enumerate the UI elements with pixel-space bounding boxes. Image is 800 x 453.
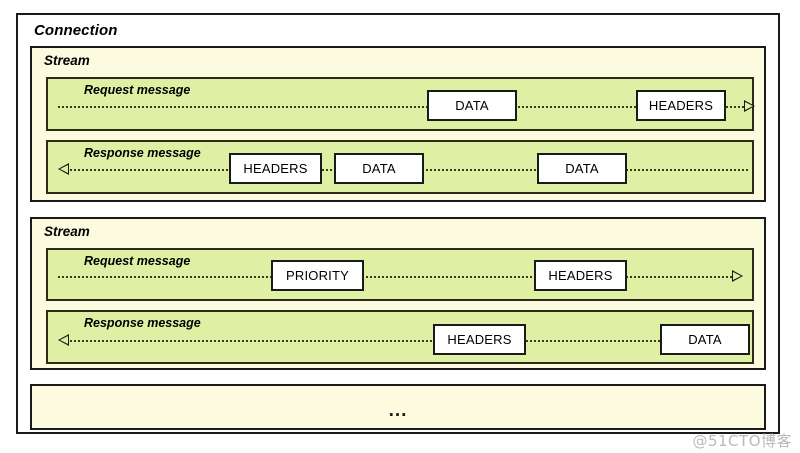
stream-2-request-frame-headers[interactable]: HEADERS [534,260,627,291]
stream-1-title: Stream [44,53,90,68]
stream-2-response-frame-headers[interactable]: HEADERS [433,324,526,355]
stream-1-request-frame-headers[interactable]: HEADERS [636,90,726,121]
stream-1-response-label: Response message [84,146,201,160]
arrow-left-icon [58,334,69,346]
stream-2-request-row: Request message PRIORITY HEADERS [46,248,754,301]
stream-2-container: Stream Request message PRIORITY HEADERS … [30,217,766,370]
stream-2-response-label: Response message [84,316,201,330]
arrow-right-icon [744,100,755,112]
stream-2-response-row: Response message HEADERS DATA [46,310,754,364]
stream-1-request-timeline [58,106,748,108]
stream-2-title: Stream [44,224,90,239]
more-streams-container: ... [30,384,766,430]
more-streams-ellipsis: ... [388,399,408,421]
stream-2-request-timeline [58,276,736,278]
stream-1-container: Stream Request message DATA HEADERS Resp… [30,46,766,202]
stream-1-response-row: Response message HEADERS DATA DATA [46,140,754,194]
stream-2-response-frame-data[interactable]: DATA [660,324,750,355]
stream-2-request-label: Request message [84,254,191,268]
arrow-left-icon [58,163,69,175]
connection-title: Connection [34,22,118,39]
stream-1-response-frame-data-1[interactable]: DATA [334,153,424,184]
stream-1-response-frame-data-2[interactable]: DATA [537,153,627,184]
stream-1-request-label: Request message [84,83,191,97]
stream-1-response-frame-headers[interactable]: HEADERS [229,153,322,184]
arrow-right-icon [732,270,743,282]
watermark: @51CTO博客 [692,432,792,450]
connection-container: Connection Stream Request message DATA H… [16,13,780,434]
stream-1-request-frame-data[interactable]: DATA [427,90,517,121]
stream-1-request-row: Request message DATA HEADERS [46,77,755,131]
stream-2-request-frame-priority[interactable]: PRIORITY [271,260,364,291]
stream-2-response-timeline [70,340,748,342]
